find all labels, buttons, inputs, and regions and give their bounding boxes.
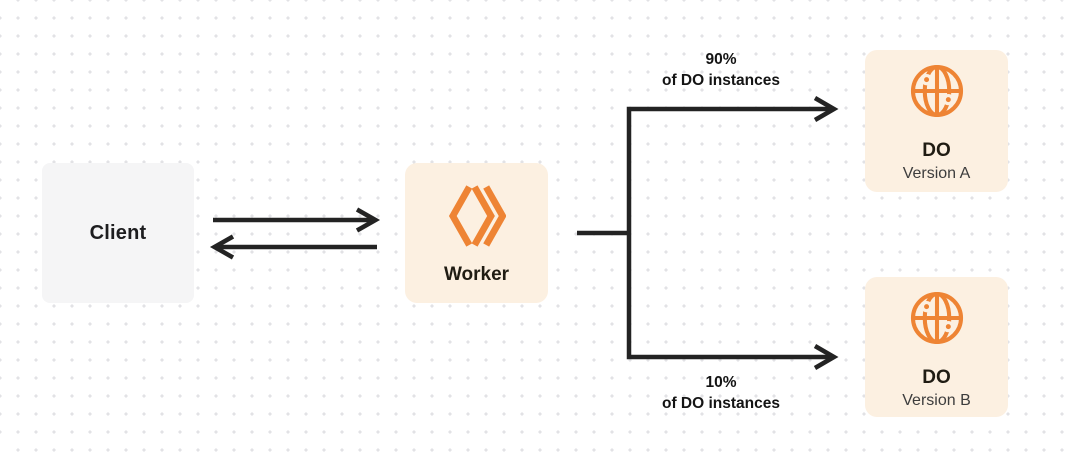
branch-a-label: 90% of DO instances [596, 49, 846, 91]
fork-bracket-line [626, 106, 831, 360]
client-node: Client [42, 163, 194, 303]
worker-node: Worker [405, 163, 548, 303]
worker-label: Worker [443, 263, 510, 285]
durable-object-globe-icon [908, 289, 966, 347]
arrowhead-right-icon [355, 207, 381, 233]
durable-object-globe-icon [908, 62, 966, 120]
branch-b-caption: of DO instances [662, 395, 780, 412]
do-b-subtitle: Version B [902, 392, 971, 409]
arrowhead-left-icon [209, 234, 235, 260]
do-a-title: DO [922, 140, 951, 161]
branch-b-percent: 10% [705, 374, 737, 391]
do-a-subtitle: Version A [902, 165, 971, 182]
do-version-b-node: DO Version B [865, 277, 1008, 417]
branch-b-label: 10% of DO instances [596, 372, 846, 414]
arrowhead-branch-a-icon [813, 96, 839, 122]
arrowhead-branch-b-icon [813, 344, 839, 370]
client-label: Client [89, 221, 147, 244]
workers-chevrons-icon [448, 181, 506, 251]
do-b-title: DO [922, 367, 951, 388]
branch-a-percent: 90% [705, 51, 737, 68]
branch-a-caption: of DO instances [662, 72, 780, 89]
do-version-a-node: DO Version A [865, 50, 1008, 192]
